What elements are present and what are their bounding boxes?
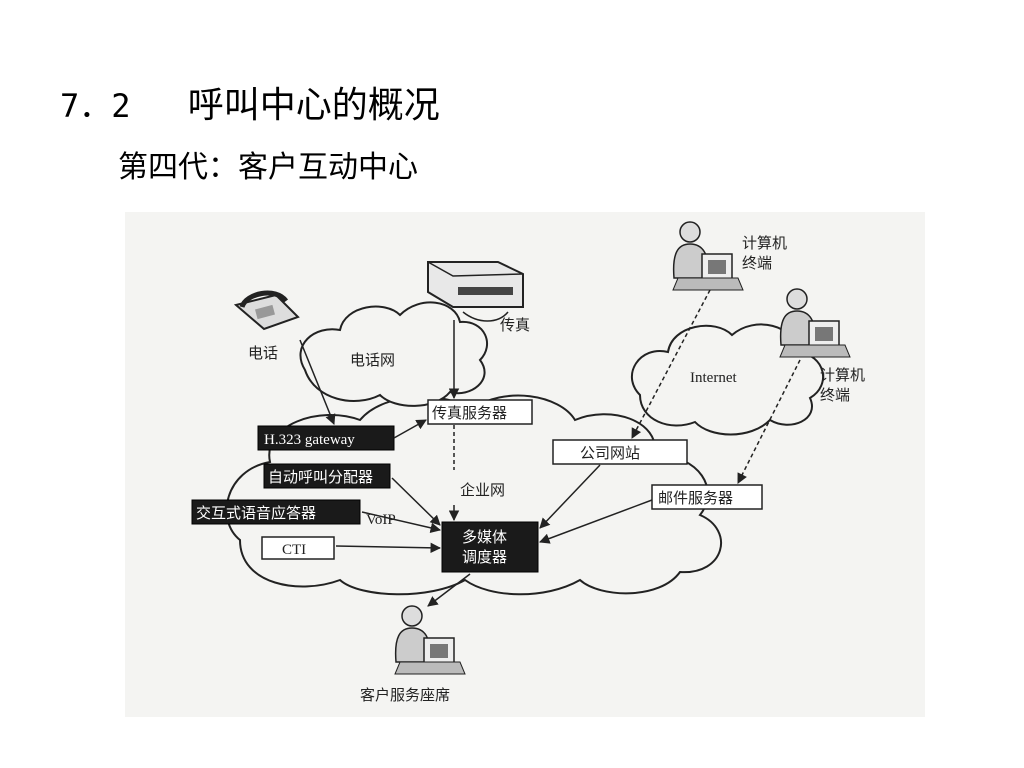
acd-label: 自动呼叫分配器	[268, 468, 373, 486]
arrow-cti-to-dispatcher	[335, 542, 442, 554]
h323-gateway-label: H.323 gateway	[264, 432, 355, 448]
slide-subtitle: 第四代：客户互动中心	[118, 150, 418, 185]
phone-label: 电话	[248, 344, 278, 362]
ivr-label: 交互式语音应答器	[196, 504, 316, 522]
mail-server-label: 邮件服务器	[658, 489, 733, 507]
media-dispatcher-line-1: 多媒体	[462, 528, 507, 546]
terminal-1-line-1: 计算机	[742, 234, 787, 252]
computer-terminal-2-label: 计算机 终端	[820, 366, 870, 404]
media-dispatcher-label: 多媒体 调度器	[462, 528, 512, 566]
slide-title: 7．2 呼叫中心的概况	[60, 76, 440, 128]
media-dispatcher-line-2: 调度器	[462, 548, 507, 566]
arrow-dispatcher-to-agent	[427, 573, 471, 607]
cti-label: CTI	[282, 542, 306, 558]
cti-box: CTI	[261, 536, 335, 560]
company-website-label: 公司网站	[580, 444, 640, 462]
agent-seat-label: 客户服务座席	[360, 686, 450, 704]
title-text: 呼叫中心的概况	[187, 85, 440, 126]
section-number: 7．2	[60, 87, 131, 125]
arrow-acd-to-dispatcher	[391, 477, 441, 526]
diagram-backdrop	[125, 212, 925, 717]
computer-terminal-icon	[779, 288, 851, 358]
phone-icon	[233, 290, 300, 331]
terminal-2-line-1: 计算机	[820, 366, 865, 384]
voip-label: VoIP	[366, 512, 396, 528]
mail-server-box: 邮件服务器	[651, 484, 763, 510]
arrow-website-to-dispatcher	[539, 464, 601, 529]
fax-server-box: 传真服务器	[427, 399, 533, 425]
terminal-2-line-2: 终端	[820, 386, 850, 404]
telephone-network-label: 电话网	[350, 351, 395, 369]
fax-label: 传真	[500, 316, 530, 334]
arrow-mail-to-dispatcher	[539, 499, 653, 544]
arrow-phone-to-gateway	[299, 339, 336, 425]
h323-gateway-box: H.323 gateway	[257, 425, 395, 451]
internet-cloud	[630, 323, 825, 436]
media-dispatcher-box: 多媒体 调度器	[441, 521, 539, 573]
arrow-terminal-2-to-mail	[737, 359, 801, 484]
computer-terminal-icon	[672, 221, 744, 291]
arrow-gateway-to-fax-server	[393, 419, 427, 439]
internet-label: Internet	[690, 370, 737, 386]
arrow-ivr-to-dispatcher	[361, 511, 442, 533]
enterprise-network-label: 企业网	[460, 481, 505, 499]
agent-seat-icon	[394, 605, 466, 675]
enterprise-network-cloud	[225, 394, 723, 596]
fax-server-label: 传真服务器	[432, 404, 507, 422]
fax-icon	[427, 261, 524, 322]
terminal-1-line-2: 终端	[742, 254, 772, 272]
acd-box: 自动呼叫分配器	[263, 463, 391, 489]
telephone-network-cloud	[299, 301, 489, 407]
computer-terminal-1-label: 计算机 终端	[742, 234, 792, 272]
ivr-box: 交互式语音应答器	[191, 499, 361, 525]
company-website-box: 公司网站	[552, 439, 688, 465]
